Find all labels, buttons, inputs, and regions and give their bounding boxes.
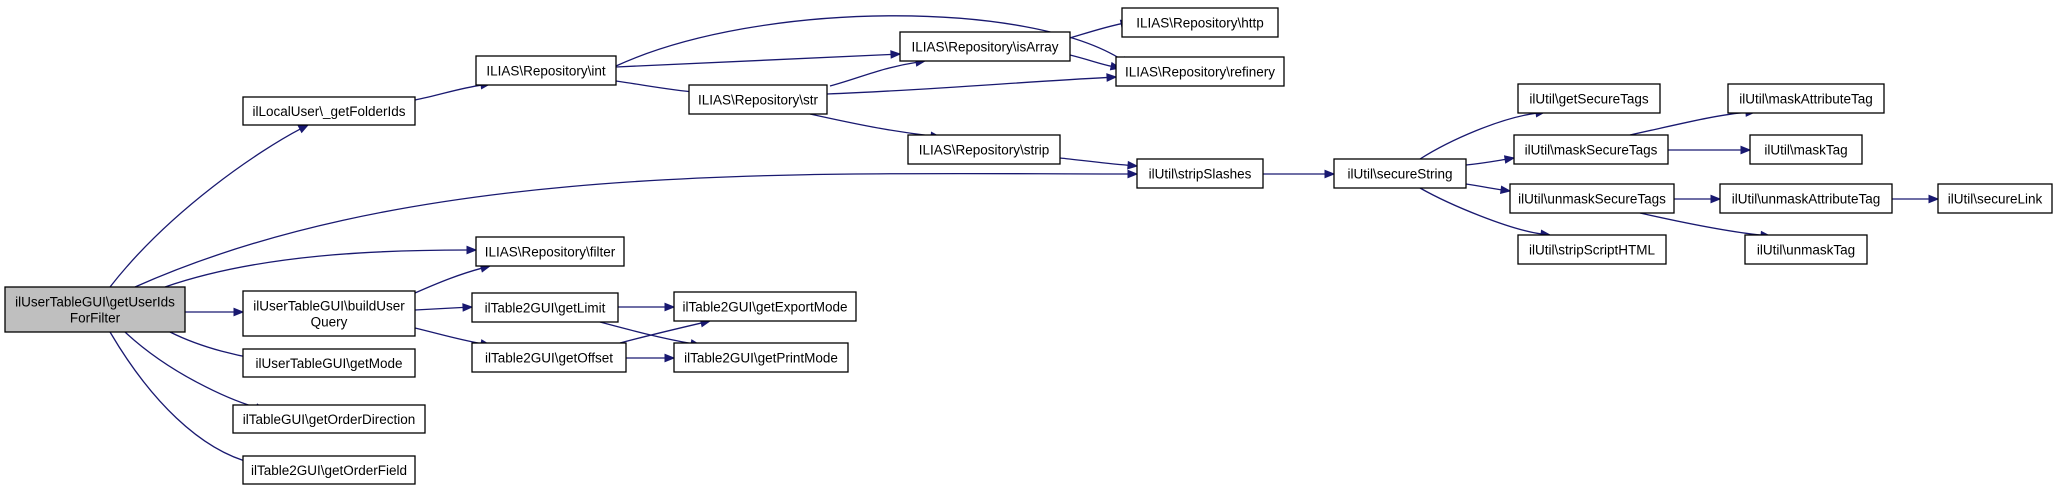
node-label: ilUserTableGUI\buildUser: [253, 299, 405, 314]
edge-buildUserQuery-to-getLimit: [414, 303, 474, 312]
node-label: ILIAS\Repository\isArray: [911, 40, 1058, 55]
node-getOffset[interactable]: ilTable2GUI\getOffset: [471, 342, 627, 373]
node-repoIsArray[interactable]: ILIAS\Repository\isArray: [899, 31, 1071, 62]
node-label: ilUtil\maskTag: [1764, 143, 1847, 158]
node-maskAttributeTag[interactable]: ilUtil\maskAttributeTag: [1727, 83, 1885, 114]
node-label: ILIAS\Repository\http: [1136, 16, 1264, 31]
node-getOrderField[interactable]: ilTable2GUI\getOrderField: [242, 455, 416, 485]
node-label: ILIAS\Repository\filter: [485, 245, 616, 260]
edge-getOffset-to-getPrintMode: [626, 353, 676, 363]
node-label: ilUtil\unmaskTag: [1757, 243, 1855, 258]
node-label: ilUtil\stripScriptHTML: [1529, 243, 1656, 258]
node-stripSlashes[interactable]: ilUtil\stripSlashes: [1136, 158, 1264, 189]
edge-getLimit-to-getExportMode: [617, 302, 676, 312]
edge-root-to-getFolderIds: [109, 124, 310, 288]
node-label: ilLocalUser\_getFolderIds: [252, 104, 405, 119]
node-getMode[interactable]: ilUserTableGUI\getMode: [242, 348, 416, 378]
edge-secureString-to-maskSecureTags: [1465, 155, 1516, 166]
node-secureString[interactable]: ilUtil\secureString: [1333, 158, 1467, 189]
node-label: ilTable2GUI\getExportMode: [682, 300, 847, 315]
node-getOrderDirection[interactable]: ilTableGUI\getOrderDirection: [232, 404, 426, 434]
node-label: Query: [311, 315, 348, 330]
node-label: ilUtil\getSecureTags: [1529, 92, 1649, 107]
node-stripScriptHTML[interactable]: ilUtil\stripScriptHTML: [1517, 234, 1667, 265]
node-repoFilter[interactable]: ILIAS\Repository\filter: [475, 236, 625, 267]
edge-repoInt-to-repoIsArray: [615, 50, 902, 68]
node-repoHttp[interactable]: ILIAS\Repository\http: [1121, 7, 1279, 38]
node-getFolderIds[interactable]: ilLocalUser\_getFolderIds: [242, 96, 416, 126]
node-label: ilTable2GUI\getOffset: [485, 351, 613, 366]
node-label: ilUtil\secureString: [1347, 167, 1452, 182]
node-label: ForFilter: [70, 311, 121, 326]
node-unmaskAttributeTag[interactable]: ilUtil\unmaskAttributeTag: [1719, 183, 1893, 214]
node-getLimit[interactable]: ilTable2GUI\getLimit: [471, 292, 619, 323]
node-getSecureTags[interactable]: ilUtil\getSecureTags: [1517, 83, 1661, 114]
node-unmaskSecureTags[interactable]: ilUtil\unmaskSecureTags: [1509, 183, 1675, 214]
edge-repoIsArray-to-repoRefinery: [1069, 54, 1122, 71]
edge-unmaskAttributeTag-to-secureLink: [1892, 194, 1940, 204]
edge-root-to-repoFilter: [164, 245, 478, 288]
node-label: ilUtil\stripSlashes: [1149, 167, 1252, 182]
node-secureLink[interactable]: ilUtil\secureLink: [1937, 183, 2053, 214]
node-label: ilUserTableGUI\getMode: [255, 356, 402, 371]
node-label: ilTable2GUI\getPrintMode: [684, 351, 838, 366]
node-label: ILIAS\Repository\int: [486, 64, 606, 79]
node-repoInt[interactable]: ILIAS\Repository\int: [475, 55, 617, 86]
node-label: ILIAS\Repository\strip: [919, 143, 1050, 158]
node-unmaskTag[interactable]: ilUtil\unmaskTag: [1744, 234, 1868, 265]
edge-root-to-getOrderField: [109, 331, 262, 467]
node-getExportMode[interactable]: ilTable2GUI\getExportMode: [673, 291, 857, 322]
node-label: ilTable2GUI\getLimit: [485, 301, 606, 316]
edge-repoStr-to-repoRefinery: [826, 73, 1118, 95]
edge-stripSlashes-to-secureString: [1263, 169, 1336, 179]
edge-repoIsArray-to-repoHttp: [1069, 19, 1132, 39]
node-label: ilUserTableGUI\getUserIds: [15, 295, 175, 310]
node-label: ilUtil\unmaskSecureTags: [1518, 192, 1666, 207]
edge-repoStrip-to-stripSlashes: [1059, 157, 1139, 170]
node-maskTag[interactable]: ilUtil\maskTag: [1749, 134, 1863, 165]
node-label: ILIAS\Repository\str: [698, 93, 819, 108]
edge-secureString-to-unmaskSecureTags: [1465, 183, 1512, 195]
node-repoRefinery[interactable]: ILIAS\Repository\refinery: [1115, 56, 1285, 87]
edge-root-to-buildUserQuery: [184, 307, 245, 317]
node-label: ilTableGUI\getOrderDirection: [243, 412, 416, 427]
edge-root-to-stripSlashes: [134, 169, 1139, 288]
node-label: ilUtil\maskAttributeTag: [1739, 92, 1873, 107]
node-repoStrip[interactable]: ILIAS\Repository\strip: [907, 134, 1061, 165]
node-label: ilUtil\secureLink: [1948, 192, 2043, 207]
edge-buildUserQuery-to-repoFilter: [414, 264, 492, 294]
edge-maskSecureTags-to-maskTag: [1667, 145, 1752, 155]
node-label: ilTable2GUI\getOrderField: [251, 463, 407, 478]
edge-unmaskSecureTags-to-unmaskAttributeTag: [1674, 194, 1722, 204]
node-label: ILIAS\Repository\refinery: [1125, 65, 1275, 80]
edge-repoStr-to-repoIsArray: [829, 58, 927, 87]
node-repoStr[interactable]: ILIAS\Repository\str: [688, 84, 828, 115]
node-label: ilUtil\maskSecureTags: [1525, 143, 1658, 158]
node-label: ilUtil\unmaskAttributeTag: [1732, 192, 1881, 207]
node-maskSecureTags[interactable]: ilUtil\maskSecureTags: [1513, 134, 1669, 165]
node-getPrintMode[interactable]: ilTable2GUI\getPrintMode: [673, 342, 849, 373]
